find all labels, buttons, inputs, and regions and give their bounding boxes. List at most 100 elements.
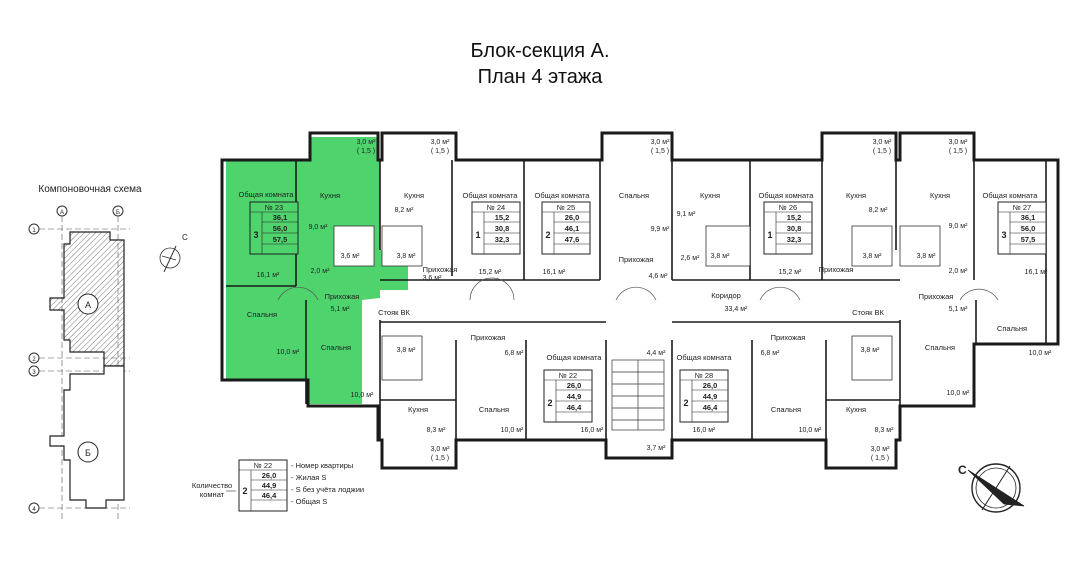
area-label: 3,8 м²	[397, 253, 416, 260]
room-label: Прихожая	[919, 292, 954, 301]
area-label: 3,0 м²	[357, 139, 376, 146]
room-label: Кухня	[404, 191, 424, 200]
room-label: Общая комната	[983, 191, 1039, 200]
area-label: ( 1,5 )	[431, 455, 449, 462]
room-label: Общая комната	[535, 191, 591, 200]
scheme-block-a-marker	[77, 293, 99, 315]
room-label: Прихожая	[471, 333, 506, 342]
apartment-box-frame	[541, 201, 591, 255]
area-label: 3,7 м²	[647, 445, 666, 452]
area-label: 33,4 м²	[725, 306, 748, 313]
svg-text:- Номер квартиры: - Номер квартиры	[291, 461, 353, 470]
stairwell	[611, 359, 665, 431]
area-label: 16,1 м²	[543, 269, 566, 276]
room-label: Прихожая	[325, 292, 360, 301]
room-label: Прихожая	[819, 265, 854, 274]
area-label: 3,0 м²	[871, 446, 890, 453]
room-label: Спальня	[479, 405, 509, 414]
area-label: 4,4 м²	[647, 350, 666, 357]
room-label: Стояк ВК	[378, 308, 410, 317]
area-label: 3,0 м²	[431, 139, 450, 146]
area-label: 3,0 м²	[873, 139, 892, 146]
apartment-living-area: 36,1	[273, 213, 288, 222]
room-label: Спальня	[247, 310, 277, 319]
area-label: 3,6 м²	[341, 253, 360, 260]
apartment-total-area: 32,3	[495, 235, 510, 244]
apartment-number: № 25	[557, 203, 575, 212]
interior-walls	[226, 160, 1047, 440]
apartment-rooms: 1	[767, 230, 772, 240]
plan-title-line-1: Блок-секция А.	[470, 40, 610, 62]
area-label: 10,0 м²	[947, 390, 970, 397]
apartment-living-area: 15,2	[787, 213, 802, 222]
area-label: 10,0 м²	[799, 427, 822, 434]
area-label: ( 1,5 )	[871, 455, 889, 462]
apartment-total-area: 46,4	[567, 403, 582, 412]
room-label: Коридор	[711, 291, 741, 300]
apartment-area-no-loggia: 30,8	[495, 224, 510, 233]
area-label: 6,8 м²	[505, 350, 524, 357]
area-label: 3,8 м²	[861, 347, 880, 354]
area-label: 3,8 м²	[397, 347, 416, 354]
area-label: 5,1 м²	[331, 306, 350, 313]
room-label: Общая комната	[759, 191, 815, 200]
room-label: Стояк ВК	[852, 308, 884, 317]
area-label: 4,6 м²	[649, 273, 668, 280]
room-label: Общая комната	[463, 191, 519, 200]
svg-text:С: С	[958, 463, 967, 477]
svg-text:С: С	[182, 233, 188, 242]
apartment-box-frame	[543, 369, 593, 423]
room-label: Общая комната	[239, 190, 295, 199]
room-label: Прихожая	[423, 265, 458, 274]
apartment-number: № 26	[779, 203, 797, 212]
apartment-area-no-loggia: 30,8	[787, 224, 802, 233]
svg-text:А: А	[60, 210, 64, 216]
area-label: 8,2 м²	[395, 207, 414, 214]
compositional-scheme: Компоновочная схема А Б 1 2 3 4	[28, 184, 142, 520]
svg-text:№ 22: № 22	[254, 461, 272, 470]
north-arrow-large: С	[958, 463, 1025, 513]
apartment-box-frame	[679, 369, 729, 423]
apartment-number: № 28	[695, 371, 713, 380]
svg-text:46,4: 46,4	[262, 491, 277, 500]
apartment-box-frame	[763, 201, 813, 255]
svg-text:4: 4	[32, 507, 36, 513]
area-label: 9,0 м²	[949, 223, 968, 230]
svg-text:Б: Б	[85, 448, 91, 458]
apartment-number: № 22	[559, 371, 577, 380]
area-label: 10,0 м²	[501, 427, 524, 434]
plan-title-line-2: План 4 этажа	[477, 66, 603, 88]
svg-text:44,9: 44,9	[262, 481, 277, 490]
north-arrow-small: С	[159, 233, 188, 273]
legend-side-label-2: комнат	[200, 490, 225, 499]
apartment-box-frame	[471, 201, 521, 255]
area-label: 16,1 м²	[257, 272, 280, 279]
bathrooms	[333, 225, 941, 381]
apartment-box-frame	[249, 201, 299, 255]
apartment-number: № 23	[265, 203, 283, 212]
apartment-rooms: 1	[475, 230, 480, 240]
room-label: Кухня	[846, 191, 866, 200]
room-label: Общая комната	[677, 353, 733, 362]
svg-text:1: 1	[32, 228, 36, 234]
apartment-living-area: 36,1	[1021, 213, 1036, 222]
svg-text:Б: Б	[116, 210, 120, 216]
area-label: 15,2 м²	[779, 269, 802, 276]
room-labels: Общая комната Кухня Кухня Общая комната …	[239, 190, 1039, 414]
apartment-rooms: 2	[545, 230, 550, 240]
area-label: 16,0 м²	[693, 427, 716, 434]
room-label: Спальня	[321, 343, 351, 352]
legend-box	[238, 459, 288, 512]
apartment-total-area: 47,6	[565, 235, 580, 244]
room-label: Кухня	[408, 405, 428, 414]
apartment-total-area: 57,5	[1021, 235, 1036, 244]
room-label: Кухня	[320, 191, 340, 200]
